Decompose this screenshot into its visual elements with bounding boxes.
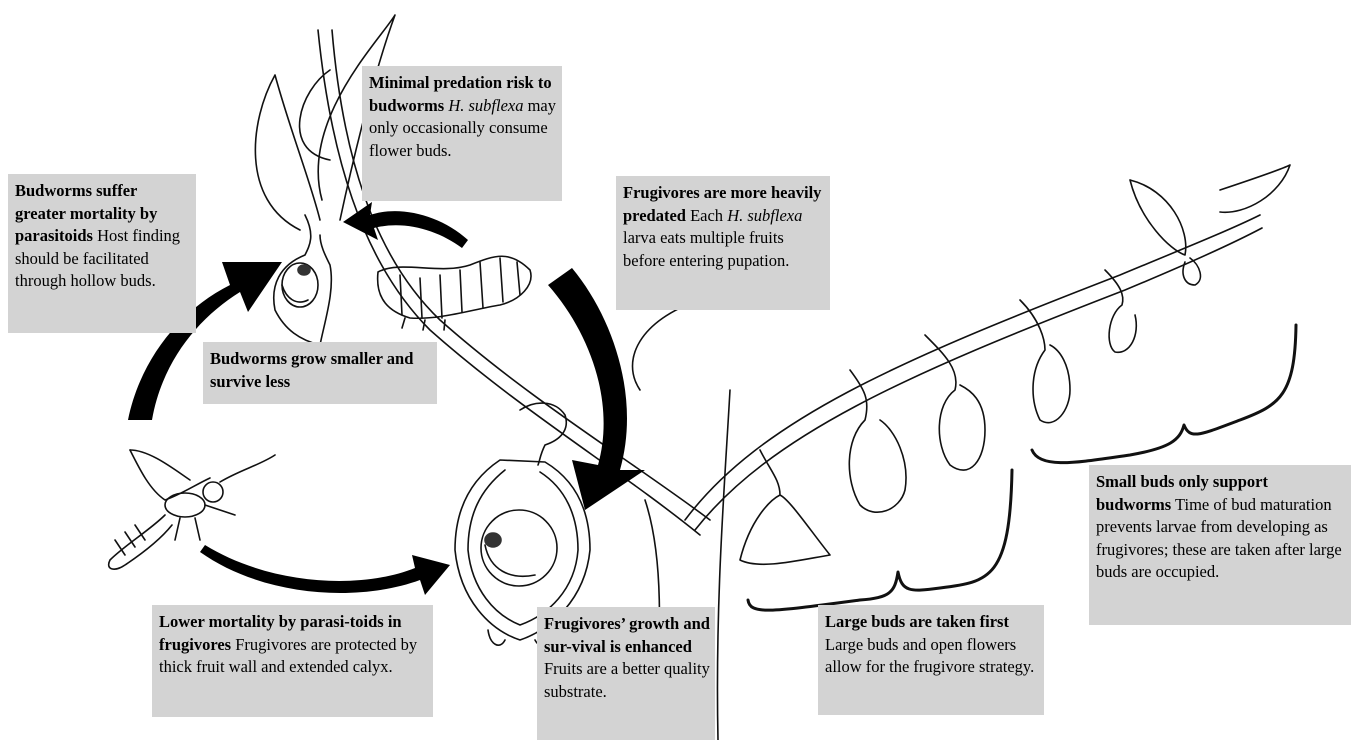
label-frugivore-growth: Frugivores’ growth and sur-vival is enha… xyxy=(537,607,715,740)
species-name: H. subflexa xyxy=(727,206,802,225)
species-name: H. subflexa xyxy=(448,96,523,115)
parasitoid-wasp xyxy=(109,450,275,569)
label-head: Budworms grow smaller and survive less xyxy=(210,349,413,391)
label-minimal-predation: Minimal predation risk to budworms H. su… xyxy=(362,66,562,201)
label-frugivores-predated: Frugivores are more heavily predated Eac… xyxy=(616,176,830,310)
label-body: Large buds and open flowers allow for th… xyxy=(825,635,1034,677)
label-budworm-parasitoids: Budworms suffer greater mortality by par… xyxy=(8,174,196,333)
label-large-buds: Large buds are taken first Large buds an… xyxy=(818,605,1044,715)
label-lower-mortality: Lower mortality by parasi-toids in frugi… xyxy=(152,605,433,717)
arrow-bud-to-caterpillar xyxy=(343,202,468,248)
label-head: Frugivores’ growth and sur-vival is enha… xyxy=(544,614,710,656)
bud-with-budworm xyxy=(274,215,332,345)
brace-small xyxy=(1032,325,1296,463)
arrow-wasp-to-fruit xyxy=(200,545,450,595)
label-budworms-grow-smaller: Budworms grow smaller and survive less xyxy=(203,342,437,404)
buds xyxy=(740,270,1136,564)
label-body: Fruits are a better quality substrate. xyxy=(544,659,710,701)
caterpillar xyxy=(378,256,531,330)
label-body: larva eats multiple fruits before enteri… xyxy=(623,228,789,270)
label-head: Large buds are taken first xyxy=(825,612,1009,631)
label-body: Each xyxy=(686,206,727,225)
label-small-buds: Small buds only support budworms Time of… xyxy=(1089,465,1351,625)
brace-large xyxy=(748,470,1012,610)
